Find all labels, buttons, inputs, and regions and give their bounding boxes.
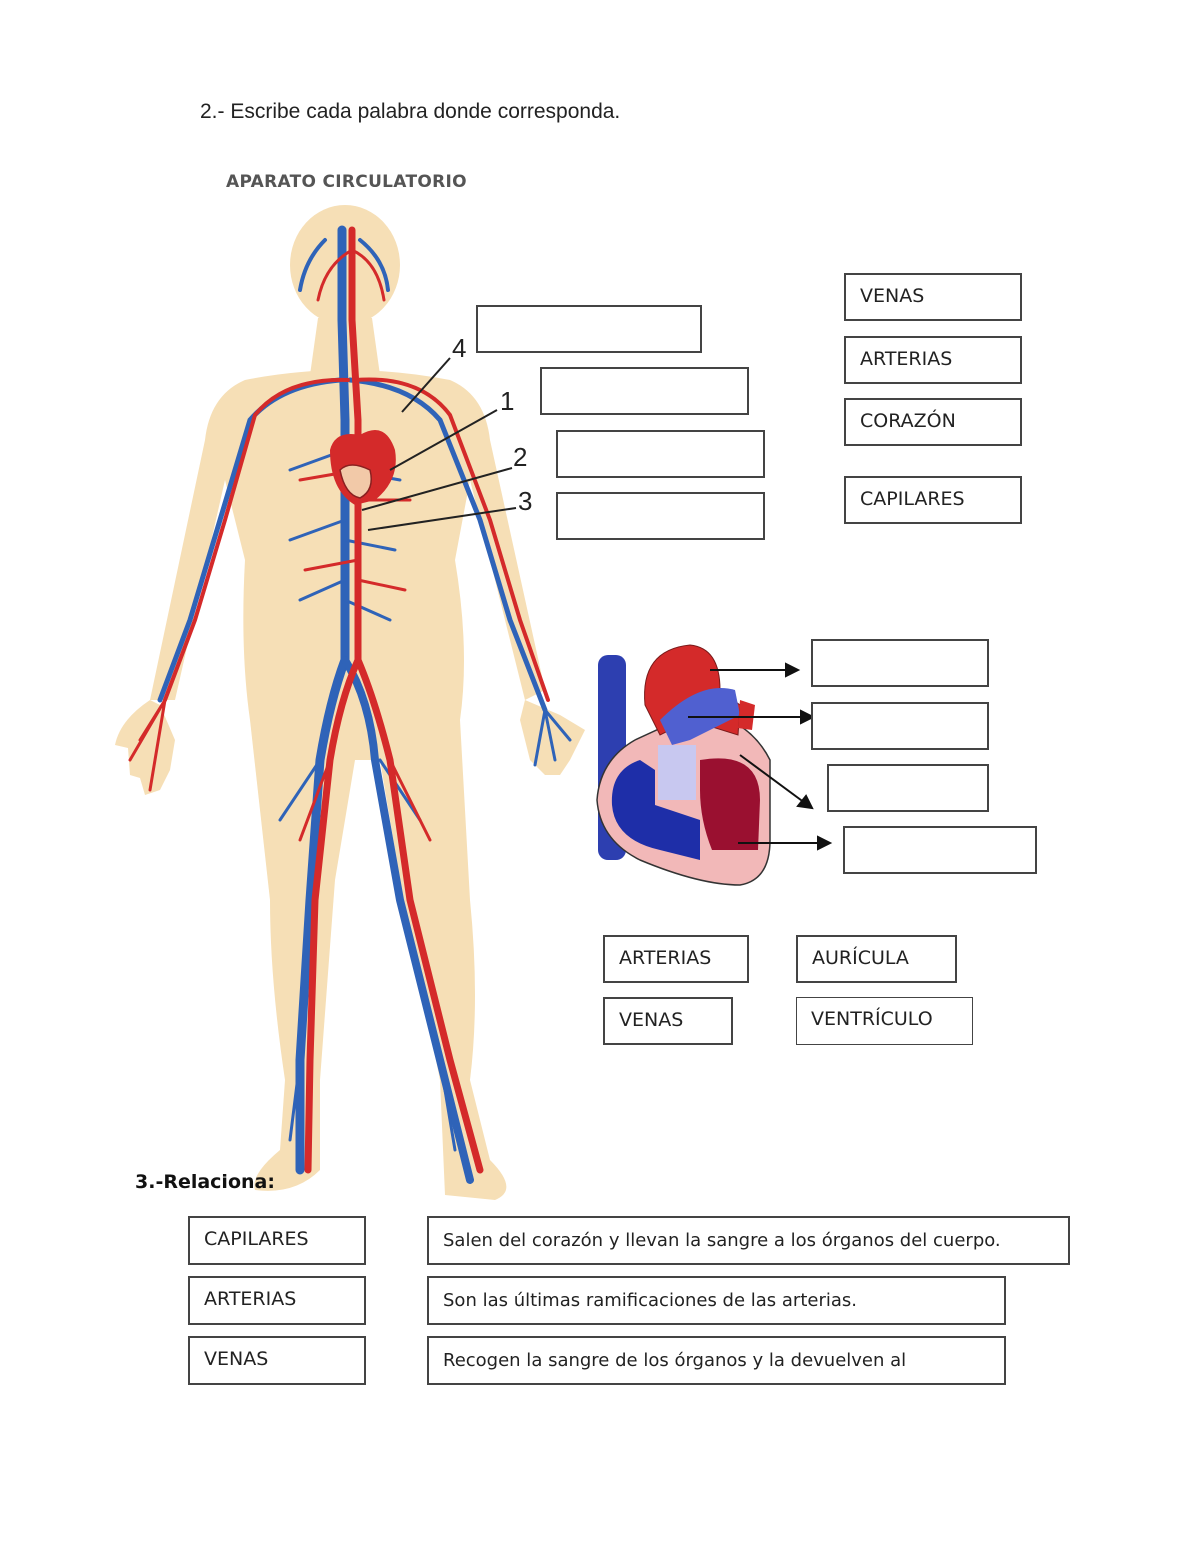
leader-lines <box>361 357 517 531</box>
definition-2[interactable]: Son las últimas ramificaciones de las ar… <box>427 1276 1006 1325</box>
heart-answer-box-2[interactable] <box>811 702 989 750</box>
answer-box-3[interactable] <box>556 492 765 540</box>
label-number-3: 3 <box>518 486 533 516</box>
word-bank-corazon[interactable]: CORAZÓN <box>844 398 1022 446</box>
label-number-1: 1 <box>500 386 515 416</box>
heart-answer-box-1[interactable] <box>811 639 989 687</box>
term-capilares[interactable]: CAPILARES <box>188 1216 366 1265</box>
label-number-2: 2 <box>513 442 528 472</box>
diagram-title: APARATO CIRCULATORIO <box>226 172 467 192</box>
small-heart-drawing <box>330 430 396 505</box>
term-venas[interactable]: VENAS <box>188 1336 366 1385</box>
heart-word-auricula[interactable]: AURÍCULA <box>796 935 957 983</box>
exercise-3-instruction: 3.-Relaciona: <box>135 1171 275 1193</box>
arteries-drawing <box>128 226 550 1174</box>
answer-box-1[interactable] <box>540 367 749 415</box>
word-bank-capilares[interactable]: CAPILARES <box>844 476 1022 524</box>
definition-1[interactable]: Salen del corazón y llevan la sangre a l… <box>427 1216 1070 1265</box>
heart-arrows <box>688 662 833 851</box>
word-bank-arterias[interactable]: ARTERIAS <box>844 336 1022 384</box>
heart-answer-box-4[interactable] <box>843 826 1037 874</box>
heart-cross-section <box>596 644 771 886</box>
heart-word-venas[interactable]: VENAS <box>603 997 733 1045</box>
word-bank-venas[interactable]: VENAS <box>844 273 1022 321</box>
answer-box-2[interactable] <box>556 430 765 478</box>
answer-box-4[interactable] <box>476 305 702 353</box>
heart-word-ventriculo[interactable]: VENTRÍCULO <box>796 997 973 1045</box>
term-arterias[interactable]: ARTERIAS <box>188 1276 366 1325</box>
definition-3[interactable]: Recogen la sangre de los órganos y la de… <box>427 1336 1006 1385</box>
heart-word-arterias[interactable]: ARTERIAS <box>603 935 749 983</box>
label-number-4: 4 <box>452 333 467 363</box>
exercise-2-instruction: 2.- Escribe cada palabra donde correspon… <box>200 100 621 123</box>
heart-answer-box-3[interactable] <box>827 764 989 812</box>
human-body-figure <box>115 205 585 1200</box>
